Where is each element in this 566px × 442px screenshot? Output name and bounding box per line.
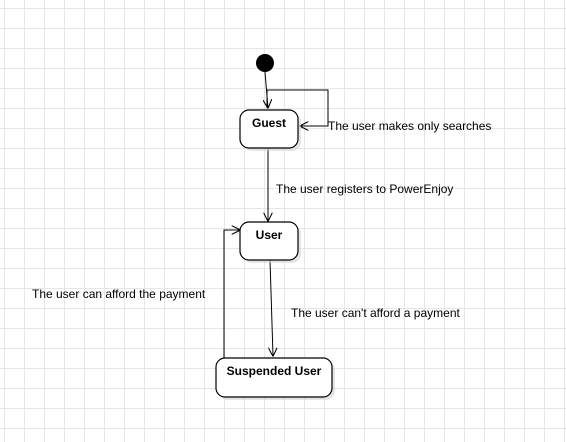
state-guest-label: Guest: [252, 116, 286, 130]
edge-suspended-to-user: [223, 230, 240, 358]
state-user-label: User: [256, 228, 283, 242]
initial-state-dot: [256, 54, 274, 72]
label-guest-self-loop: The user makes only searches: [328, 119, 491, 133]
edge-user-to-suspended: [270, 259, 273, 356]
label-user-to-suspended: The user can't afford a payment: [291, 306, 460, 320]
state-suspended-user-label: Suspended User: [227, 364, 322, 378]
state-suspended-user: Suspended User: [215, 357, 335, 400]
state-guest: Guest: [239, 109, 301, 151]
edge-guest-self-loop: [266, 89, 329, 126]
state-user: User: [239, 221, 301, 263]
label-guest-to-user: The user registers to PowerEnjoy: [276, 182, 453, 196]
label-suspended-to-user: The user can afford the payment: [32, 287, 206, 301]
